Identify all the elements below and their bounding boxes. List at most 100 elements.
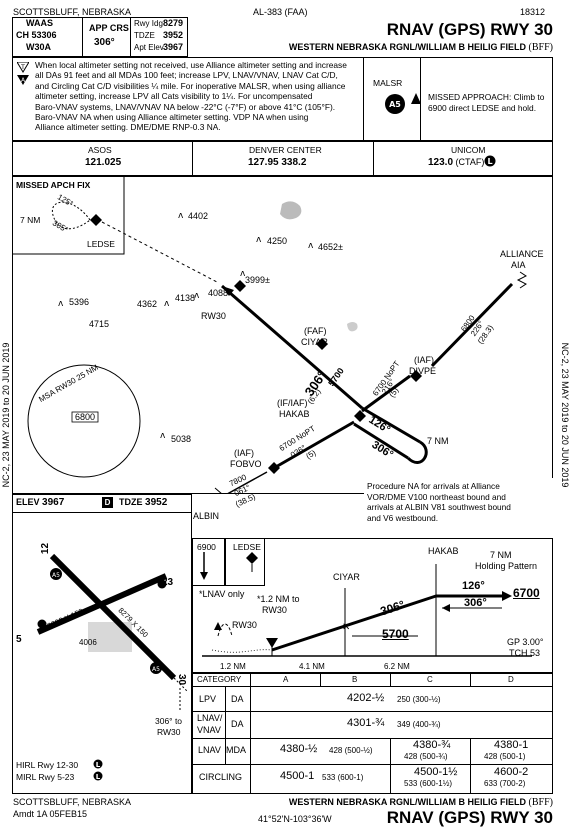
denver-center-label: DENVER CENTER [249, 145, 322, 155]
waas-channel: CH 53306 [16, 30, 57, 40]
missed-apch-fix-label: MISSED APCH FIX [16, 180, 91, 190]
fobvo-label: FOBVO [230, 459, 262, 469]
profile-drawing: ✕ [200, 552, 532, 657]
lnav-d-detail: 428 (500-1) [484, 752, 526, 761]
albin-label: ALBIN [193, 511, 220, 521]
plan-view-drawing: ʌ ʌ ʌ ʌ ʌ ʌ ʌ ʌ [12, 176, 553, 494]
lnav-vnav-minimum-detail: 349 (400-¾) [397, 720, 441, 729]
mirl-lighting-icon: L [93, 771, 103, 781]
elev-value: 3967 [42, 497, 65, 508]
profile-distance-6-2: 6.2 NM [384, 662, 410, 671]
note-line-5: Baro-VNAV systems, LNAV/VNAV NA below -2… [35, 101, 336, 112]
footer-airport-id: (BFF) [528, 797, 553, 808]
svg-text:ʌ: ʌ [308, 241, 314, 251]
runway-diagram: A5 A5 [36, 553, 189, 712]
obstacle-4362: 4362 [137, 299, 158, 309]
amendment: Amdt 1A 05FEB15 [13, 809, 88, 819]
profile-hold-distance: 7 NM [490, 550, 512, 560]
unicom-frequency: 123.0 [428, 157, 454, 168]
divpe-iaf-label: (IAF) [414, 355, 434, 365]
spot-elevation-4006: 4006 [79, 638, 97, 647]
svg-text:ʌ: ʌ [178, 211, 184, 221]
procedure-title: RNAV (GPS) RWY 30 [386, 20, 553, 39]
ctaf-lighting-icon: L [484, 155, 496, 167]
profile-holding-pattern: Holding Pattern [475, 561, 538, 571]
lpv-minimum-detail: 250 (300-½) [397, 695, 441, 704]
lpv-da-label: DA [231, 694, 244, 704]
airport-id: (BFF) [528, 42, 553, 53]
faf-label: (FAF) [304, 326, 327, 336]
profile-hakab-label: HAKAB [428, 546, 459, 556]
profile-hold-altitude: 6900 [197, 542, 216, 552]
lnav-only-note: *LNAV only [199, 589, 245, 599]
msa-altitude: 6800 [75, 412, 96, 422]
note-line-3: and Circling Cat C/D visibilities ¼ mile… [35, 80, 346, 91]
side-date-right: NC-2, 23 MAY 2019 to 20 JUN 2019 [560, 342, 570, 488]
footer-city: SCOTTSBLUFF, NEBRASKA [13, 797, 132, 807]
rwy-ldg-label: Rwy Idg [134, 19, 163, 28]
lnav-c-minimum: 4380-¾ [413, 739, 451, 751]
circling-c-minimum: 4500-1½ [414, 766, 458, 778]
spot-elevation-4715: 4715 [89, 319, 110, 329]
profile-outbound-course: 306° [464, 597, 487, 609]
airport-coordinates: 41°52'N-103°36'W [258, 814, 332, 824]
hakab-hold-distance: 7 NM [427, 436, 449, 446]
runway-12-label: 12 [40, 542, 52, 555]
svg-text:ʌ: ʌ [256, 235, 262, 245]
circling-ab-detail: 533 (600-1) [322, 773, 364, 782]
svg-text:A5: A5 [152, 666, 160, 673]
category-d: D [508, 675, 514, 684]
ledse-hold-distance: 7 NM [20, 215, 41, 225]
airport-diagram [12, 494, 192, 794]
lnav-label: LNAV [198, 745, 221, 755]
waas-label: WAAS [26, 18, 53, 28]
elev-label: ELEV [16, 497, 40, 507]
procedure-note-line-1: Procedure NA for arrivals at Alliance [367, 481, 500, 491]
denver-center-frequency: 127.95 338.2 [248, 157, 307, 168]
runway-5-label: 5 [16, 634, 22, 645]
lnav-d-minimum: 4380-1 [494, 739, 529, 751]
cycle-number: 18312 [520, 7, 546, 17]
profile-note-12nm: *1.2 NM to [257, 594, 300, 604]
ledse-fix-label: LEDSE [87, 239, 115, 249]
app-crs-label: APP CRS [89, 23, 129, 33]
vdp-badge: D [102, 497, 113, 508]
lnav-mda-label: MDA [226, 745, 246, 755]
obstacle-3999: 3999± [245, 275, 270, 285]
procedure-note-line-2: VOR/DME V100 northeast bound and [367, 491, 506, 502]
footer-airport-name: WESTERN NEBRASKA RGNL/WILLIAM B HEILIG F… [288, 797, 527, 807]
malsr-label: MALSR [373, 78, 403, 88]
profile-altitude-6700: 6700 [513, 586, 540, 600]
lnav-c-detail: 428 (500-¾) [404, 752, 448, 761]
circling-label: CIRCLING [199, 772, 243, 782]
unicom-label: UNICOM [451, 145, 486, 155]
svg-text:A: A [21, 77, 26, 84]
footer-procedure-title: RNAV (GPS) RWY 30 [386, 808, 553, 827]
obstacle-4088: 4088 [208, 288, 229, 298]
profile-distance-1-2: 1.2 NM [220, 662, 246, 671]
svg-text:ʌ: ʌ [160, 431, 166, 441]
circling-ab-minimum: 4500-1 [280, 770, 315, 782]
apt-elev: 3967 [163, 42, 184, 52]
profile-rw30-label: RW30 [232, 620, 257, 630]
lnav-ab-minimum: 4380-½ [280, 743, 318, 755]
minimums-table [192, 673, 553, 794]
app-crs: 306° [94, 37, 115, 48]
alliance-label: ALLIANCE [500, 249, 544, 259]
profile-inbound-course: 126° [462, 580, 485, 592]
svg-text:ʌ: ʌ [164, 299, 170, 309]
missed-approach-line-2: 6900 direct LEDSE and hold. [428, 103, 537, 113]
notes-box [12, 57, 553, 141]
tdze-label-ad: TDZE [119, 497, 143, 507]
lnav-ab-detail: 428 (500-½) [329, 746, 373, 755]
category-header: CATEGORY [197, 675, 242, 684]
plan-view [12, 176, 553, 494]
note-line-4: altimeter setting, increase LPV all Cats… [35, 91, 313, 102]
faa-code: AL-383 (FAA) [253, 7, 308, 17]
asos-label: ASOS [88, 145, 112, 155]
procedure-note-line-3: arrivals at ALBIN V81 southwest bound [367, 502, 511, 512]
ctaf-label: (CTAF) [455, 157, 485, 167]
obstacle-4652: 4652± [318, 242, 343, 252]
apt-elev-label: Apt Elev [134, 43, 164, 52]
svg-text:L: L [487, 157, 492, 166]
